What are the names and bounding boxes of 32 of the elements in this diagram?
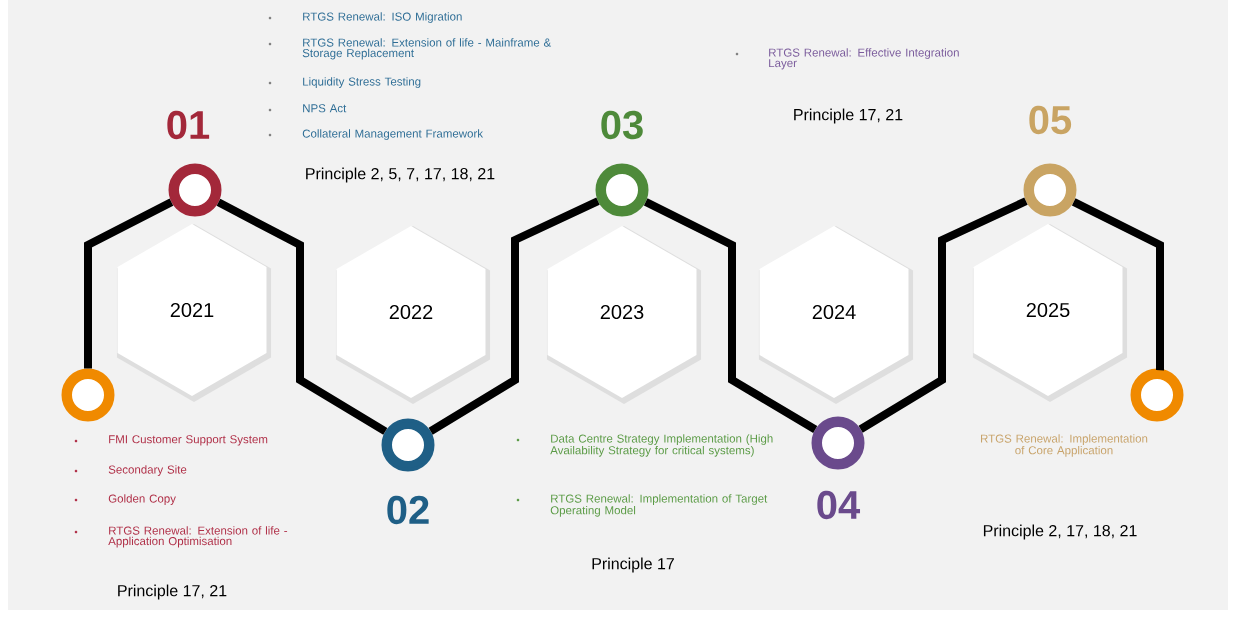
step-number: 05 xyxy=(1029,105,1072,135)
step-number: 01 xyxy=(167,110,210,140)
principle-note: Principle 2, 17, 18, 21 xyxy=(983,524,1137,540)
list-item: RTGS Renewal: Implementation of Core Application xyxy=(981,434,1148,457)
year-hexagon: 2023 xyxy=(546,226,702,404)
step-number: 02 xyxy=(387,495,429,525)
timeline-path xyxy=(428,197,600,435)
step-number: 04 xyxy=(817,490,860,520)
timeline-path xyxy=(643,198,818,433)
timeline-path xyxy=(216,198,388,435)
year-hexagon: 2022 xyxy=(335,226,491,404)
list-item: Data Centre Strategy Implementation (High Availability Strategy for critical systems) xyxy=(550,434,773,457)
list-item: FMI Customer Support System xyxy=(109,435,268,446)
year-hexagon: 2025 xyxy=(972,224,1128,402)
list-item: RTGS Renewal: Implementation of Target Operating Model xyxy=(550,494,768,517)
principle-note: Principle 17 xyxy=(592,557,674,573)
year-hexagon: 2024 xyxy=(758,226,914,404)
list-item: Golden Copy xyxy=(108,494,176,505)
step-number: 03 xyxy=(601,110,643,140)
list-item: RTGS Renewal: Extension of life - Mainframe & Storage Replacement xyxy=(302,38,551,60)
list-item: NPS Act xyxy=(303,104,347,113)
list-item: RTGS Renewal: ISO Migration xyxy=(303,12,462,23)
principle-note: Principle 2, 5, 7, 17, 18, 21 xyxy=(306,167,495,183)
timeline-path xyxy=(858,197,1028,433)
principle-note: Principle 17, 21 xyxy=(794,108,903,124)
list-item: Liquidity Stress Testing xyxy=(303,77,421,88)
list-item: RTGS Renewal: Extension of life - Application Optimisation xyxy=(108,526,288,548)
list-item: Secondary Site xyxy=(108,465,187,476)
list-item: Collateral Management Framework xyxy=(302,129,484,140)
principle-note: Principle 17, 21 xyxy=(118,584,227,600)
list-item: RTGS Renewal: Effective Integration Layer xyxy=(769,48,959,70)
year-hexagon: 2021 xyxy=(116,224,272,402)
